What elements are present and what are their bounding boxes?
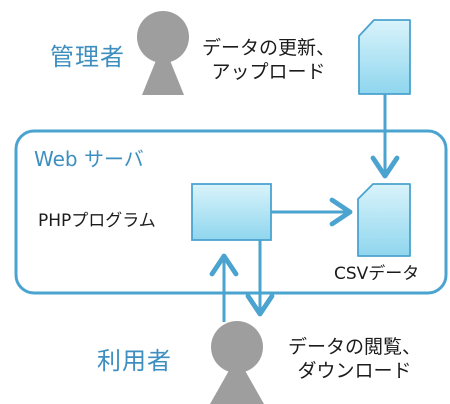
php-program-label: PHPプログラム xyxy=(38,211,156,231)
php-program-box xyxy=(191,183,272,241)
admin-action-line-2: アップロード xyxy=(211,60,326,83)
user-action-text: データの閲覧、 ダウンロード xyxy=(288,336,421,384)
user-role-label: 利用者 xyxy=(97,347,172,375)
admin-role-label: 管理者 xyxy=(50,43,125,71)
csv-document-icon xyxy=(357,183,411,257)
admin-person-icon xyxy=(137,11,189,95)
user-person-icon xyxy=(210,321,264,404)
upload-document-icon xyxy=(358,19,411,95)
user-action-line-1: データの閲覧、 xyxy=(288,336,422,358)
csv-data-label: CSVデータ xyxy=(334,264,420,284)
web-server-title: Web サーバ xyxy=(34,147,144,171)
user-action-line-2: ダウンロード xyxy=(297,359,412,382)
admin-action-text: データの更新、 アップロード xyxy=(202,37,335,85)
admin-action-line-1: データの更新、 xyxy=(202,37,336,59)
